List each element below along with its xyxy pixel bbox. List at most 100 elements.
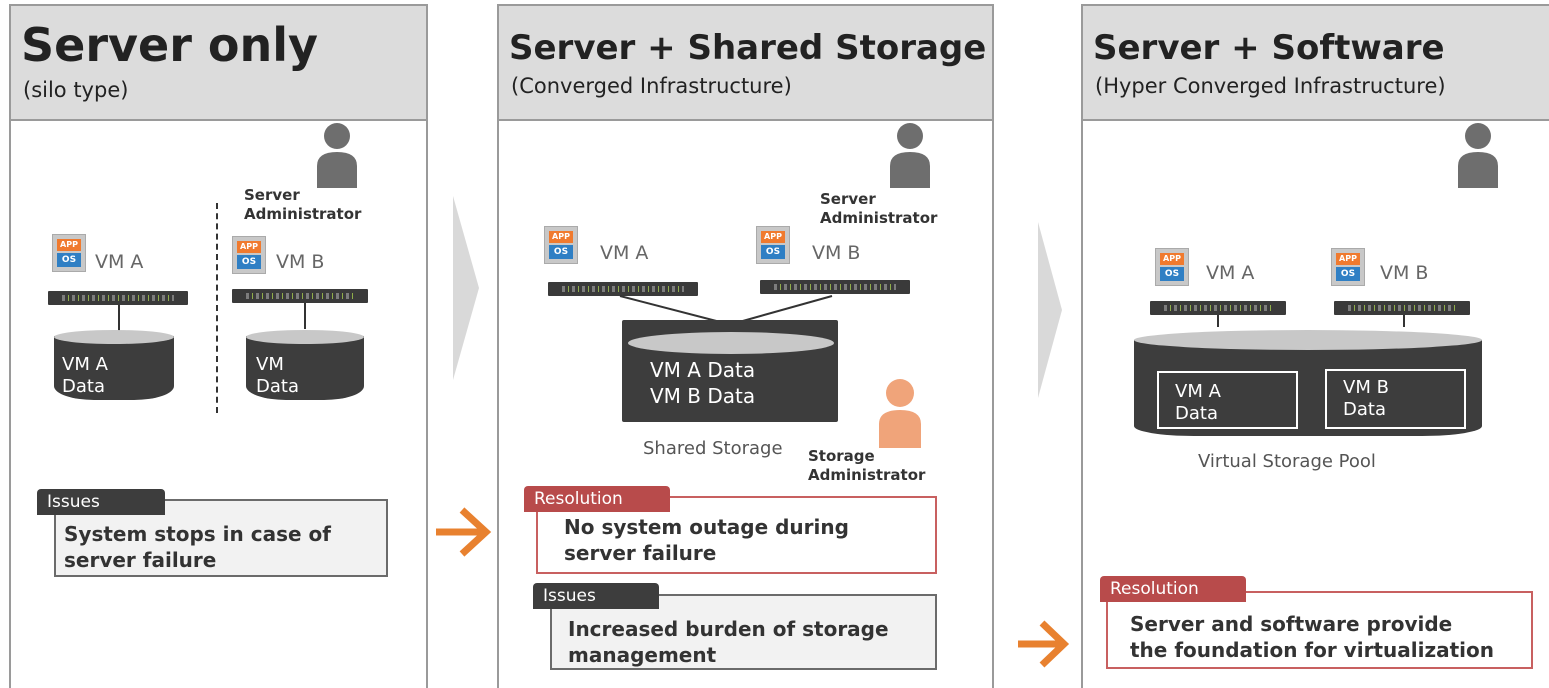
virtual-storage-pool-label: Virtual Storage Pool [1198, 451, 1376, 472]
resolution-line: server failure [564, 541, 717, 565]
panel-title: Server + Shared Storage [509, 28, 987, 68]
app-badge: APP [237, 241, 261, 253]
server-admin-label: Server Administrator [244, 186, 361, 224]
panel-subtitle: (silo type) [23, 78, 129, 102]
connector-line [118, 305, 120, 331]
role-line: Administrator [244, 205, 362, 223]
role-line: Administrator [820, 209, 938, 227]
app-badge: APP [761, 231, 785, 243]
connector-line [1403, 315, 1405, 327]
issue-line: System stops in case of [64, 522, 331, 546]
vm-b-label: VM B [276, 251, 325, 273]
silo-divider [216, 203, 218, 413]
storage-line: VM A Data [650, 358, 756, 382]
app-os-icon: APP OS [756, 226, 790, 264]
storage-disk-b [246, 336, 364, 400]
vm-a-label: VM A [1206, 262, 1255, 284]
virtual-storage-pool [1134, 340, 1482, 436]
arrow-right-icon [1014, 618, 1070, 674]
server-unit [760, 280, 910, 294]
connector-line [304, 303, 306, 329]
panel-subtitle: (Converged Infrastructure) [511, 74, 792, 98]
app-badge: APP [1336, 253, 1360, 265]
pool-line: Data [1175, 403, 1218, 424]
issues-tag: Issues [533, 583, 659, 609]
issue-line: management [568, 643, 717, 667]
arrow-right-icon [432, 505, 492, 563]
vm-a-label: VM A [600, 242, 649, 264]
role-line: Storage [808, 447, 875, 465]
disk-line: VM A [62, 354, 108, 375]
app-os-icon: APP OS [52, 234, 86, 272]
server-unit [548, 282, 698, 296]
role-line: Administrator [808, 466, 926, 484]
panel-title: Server only [21, 18, 319, 72]
disk-top [54, 330, 174, 344]
disk-top [628, 332, 834, 354]
panel-header: Server + Shared Storage (Converged Infra… [499, 6, 992, 121]
panel-subtitle: (Hyper Converged Infrastructure) [1095, 74, 1446, 98]
os-badge: OS [549, 245, 573, 259]
server-admin-label: Server Administrator [820, 190, 937, 228]
shared-storage-label: Shared Storage [643, 438, 783, 459]
app-badge: APP [549, 231, 573, 243]
pool-line: Data [1343, 399, 1386, 420]
chevron-right-icon [453, 196, 479, 384]
os-badge: OS [237, 255, 261, 269]
storage-disk-a [54, 336, 174, 400]
os-badge: OS [1160, 267, 1184, 281]
issue-line: Increased burden of storage [568, 617, 889, 641]
storage-admin-label: Storage Administrator [808, 447, 925, 485]
admin-icon [1456, 122, 1500, 188]
chevron-right-icon [1038, 222, 1062, 402]
role-line: Server [820, 190, 876, 208]
disk-line: Data [62, 376, 105, 397]
disk-top [246, 330, 364, 344]
server-unit [232, 289, 368, 303]
panel-title: Server + Software [1093, 28, 1445, 68]
issues-tag: Issues [37, 489, 165, 515]
resolution-tag: Resolution [524, 486, 670, 512]
os-badge: OS [1336, 267, 1360, 281]
vm-a-label: VM A [95, 251, 144, 273]
pool-line: VM A [1175, 381, 1221, 402]
panel-header: Server only (silo type) [11, 6, 426, 121]
server-unit [1334, 301, 1470, 315]
pool-top [1134, 330, 1482, 350]
server-admin-icon [315, 122, 359, 188]
resolution-line: Server and software provide [1130, 612, 1453, 636]
resolution-line: No system outage during [564, 515, 849, 539]
os-badge: OS [57, 253, 81, 267]
connector-line [1217, 315, 1219, 327]
storage-admin-icon [877, 378, 923, 448]
app-os-icon: APP OS [1331, 248, 1365, 286]
storage-line: VM B Data [650, 384, 756, 408]
app-os-icon: APP OS [1155, 248, 1189, 286]
issue-line: server failure [64, 548, 217, 572]
app-badge: APP [57, 239, 81, 251]
os-badge: OS [761, 245, 785, 259]
server-unit [48, 291, 188, 305]
storage-data-text: VM A Data VM B Data [650, 357, 755, 409]
panel-header: Server + Software (Hyper Converged Infra… [1083, 6, 1549, 121]
resolution-line: the foundation for virtualization [1130, 638, 1494, 662]
server-unit [1150, 301, 1286, 315]
app-badge: APP [1160, 253, 1184, 265]
resolution-tag: Resolution [1100, 576, 1246, 602]
storage-links [600, 294, 860, 330]
server-admin-icon [888, 122, 932, 188]
vm-b-label: VM B [1380, 262, 1429, 284]
disk-line: Data [256, 376, 299, 397]
disk-line: VM [256, 354, 284, 375]
